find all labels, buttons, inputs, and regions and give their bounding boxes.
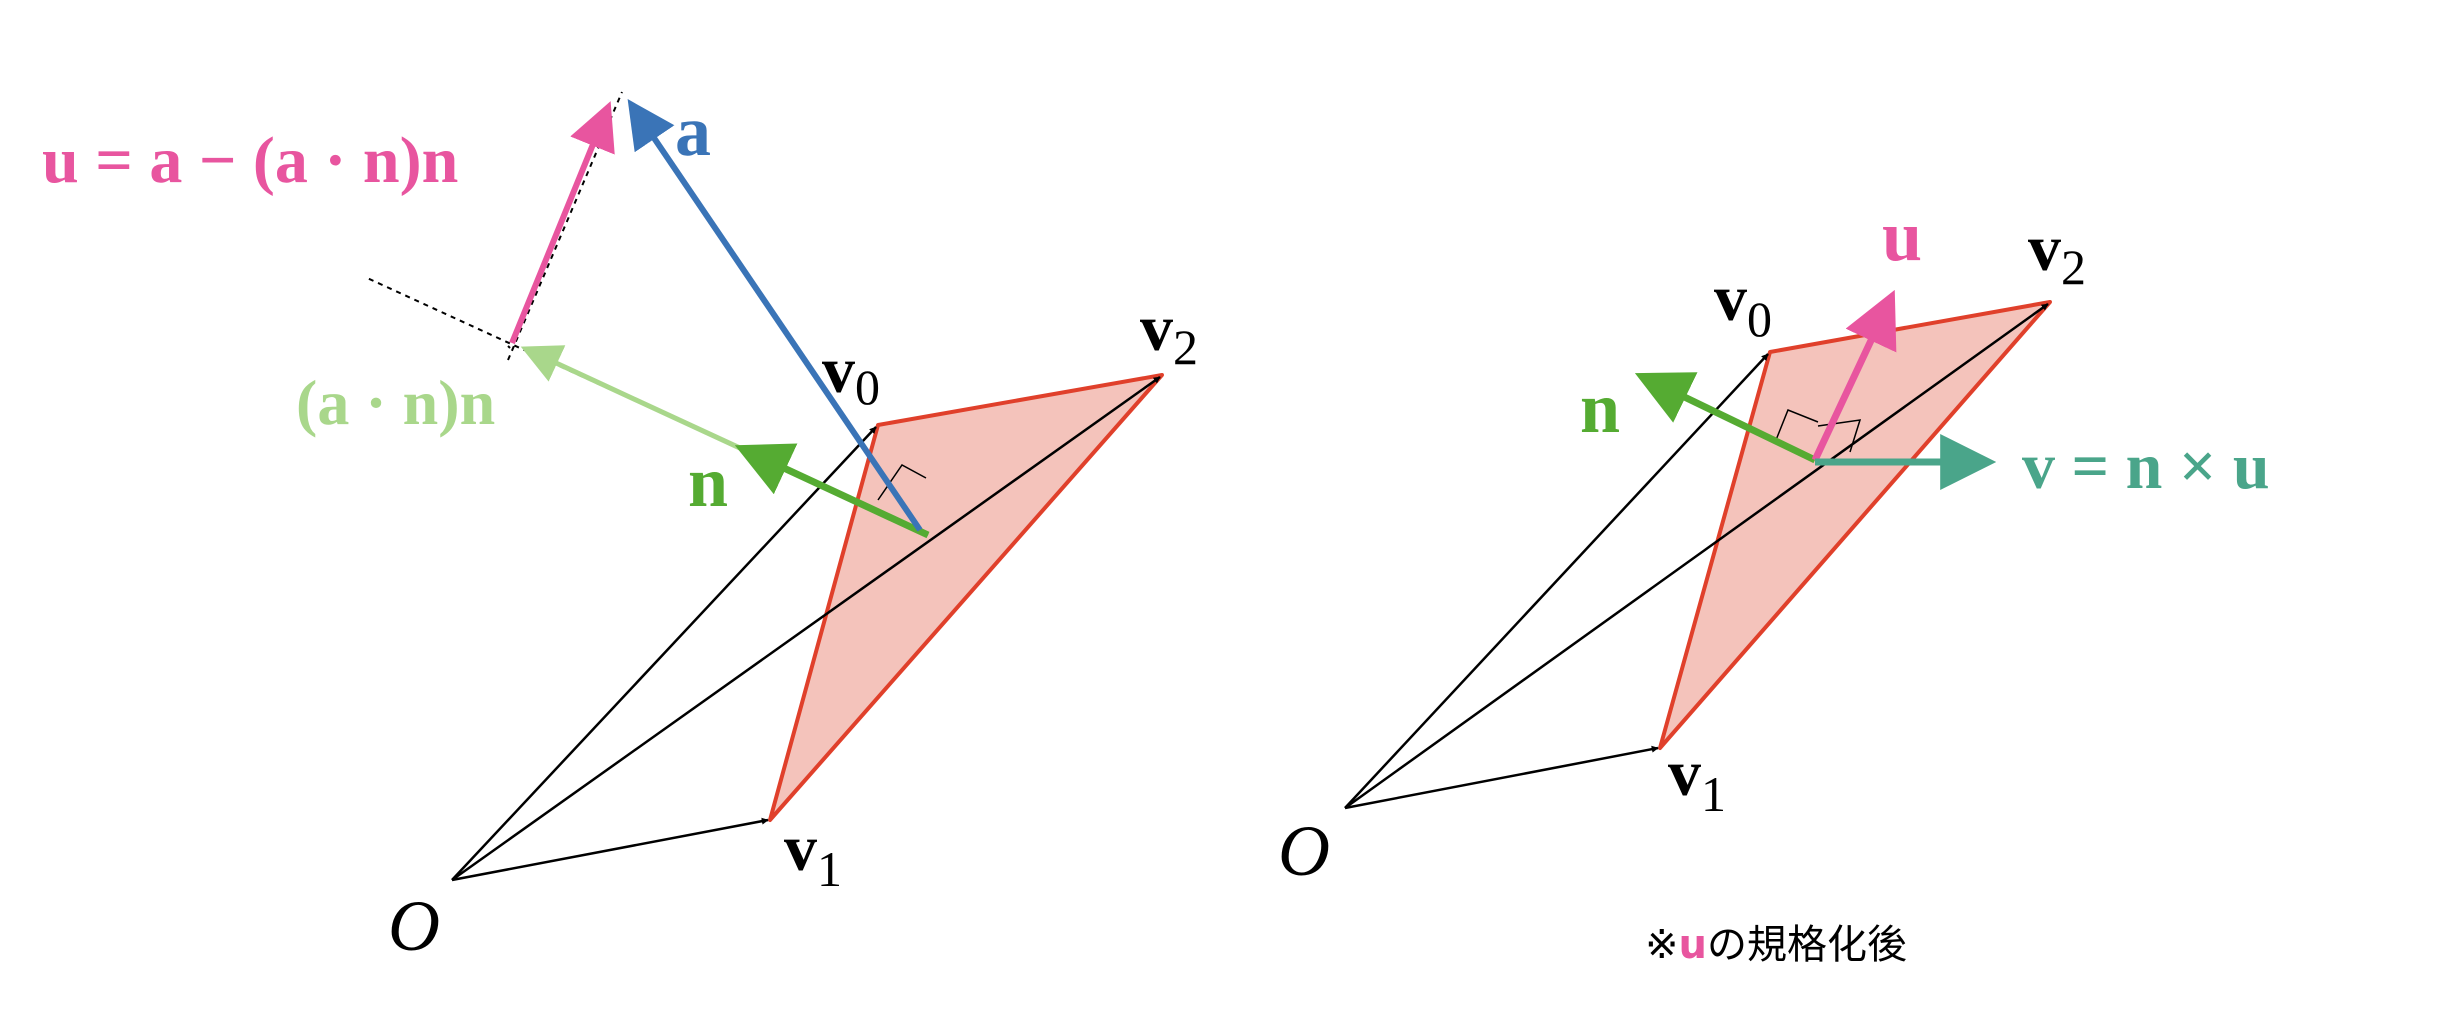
left-vector-o-v2 — [451, 375, 1161, 882]
right-label-v0: v0 — [1714, 262, 1772, 347]
right-label-v1: v1 — [1668, 737, 1726, 822]
right-right-angle-mark-1 — [1775, 409, 1819, 441]
left-a-arrow — [627, 99, 923, 532]
right-vector-o-v2 — [1344, 302, 2049, 810]
left-label-v0: v0 — [822, 334, 880, 415]
right-triangle — [1658, 300, 2052, 750]
left-triangle — [768, 373, 1164, 822]
left-label-u-equation: u = a − (a · n)n — [42, 124, 458, 197]
right-n-arrow — [1634, 372, 1817, 464]
right-label-u: u — [1882, 196, 1922, 276]
left-label-a: a — [675, 91, 711, 171]
footnote: ※uの規格化後 — [1645, 922, 1907, 968]
left-dotted-u-line — [507, 91, 623, 361]
left-label-an-n: (a · n)n — [296, 367, 495, 438]
left-vector-o-v0 — [451, 426, 877, 881]
footnote-mark: ※ — [1645, 922, 1679, 968]
left-label-v1: v1 — [784, 812, 842, 897]
right-vector-o-v0 — [1344, 353, 1769, 809]
left-label-v2: v2 — [1140, 292, 1198, 375]
right-diagram: u n v = n × u v0 v2 v1 O ※uの規格化後 — [1278, 196, 2270, 968]
left-vector-o-v1 — [451, 817, 769, 882]
right-u-arrow — [1811, 289, 1897, 462]
left-label-n: n — [688, 442, 728, 522]
right-label-n: n — [1580, 368, 1620, 448]
footnote-text: の規格化後 — [1707, 922, 1907, 968]
right-label-v-equation: v = n × u — [2022, 430, 2270, 503]
left-right-angle-mark — [877, 464, 927, 501]
left-n-arrow — [734, 443, 930, 539]
left-diagram: u = a − (a · n)n a (a · n)n n v0 v2 v1 O — [42, 91, 1198, 966]
left-u-arrow — [509, 101, 615, 345]
footnote-u: u — [1679, 922, 1707, 968]
left-label-origin: O — [388, 886, 440, 966]
left-dotted-extension — [507, 345, 511, 349]
right-label-v2: v2 — [2028, 212, 2086, 295]
right-vector-o-v1 — [1344, 745, 1659, 810]
right-label-origin: O — [1278, 811, 1330, 891]
